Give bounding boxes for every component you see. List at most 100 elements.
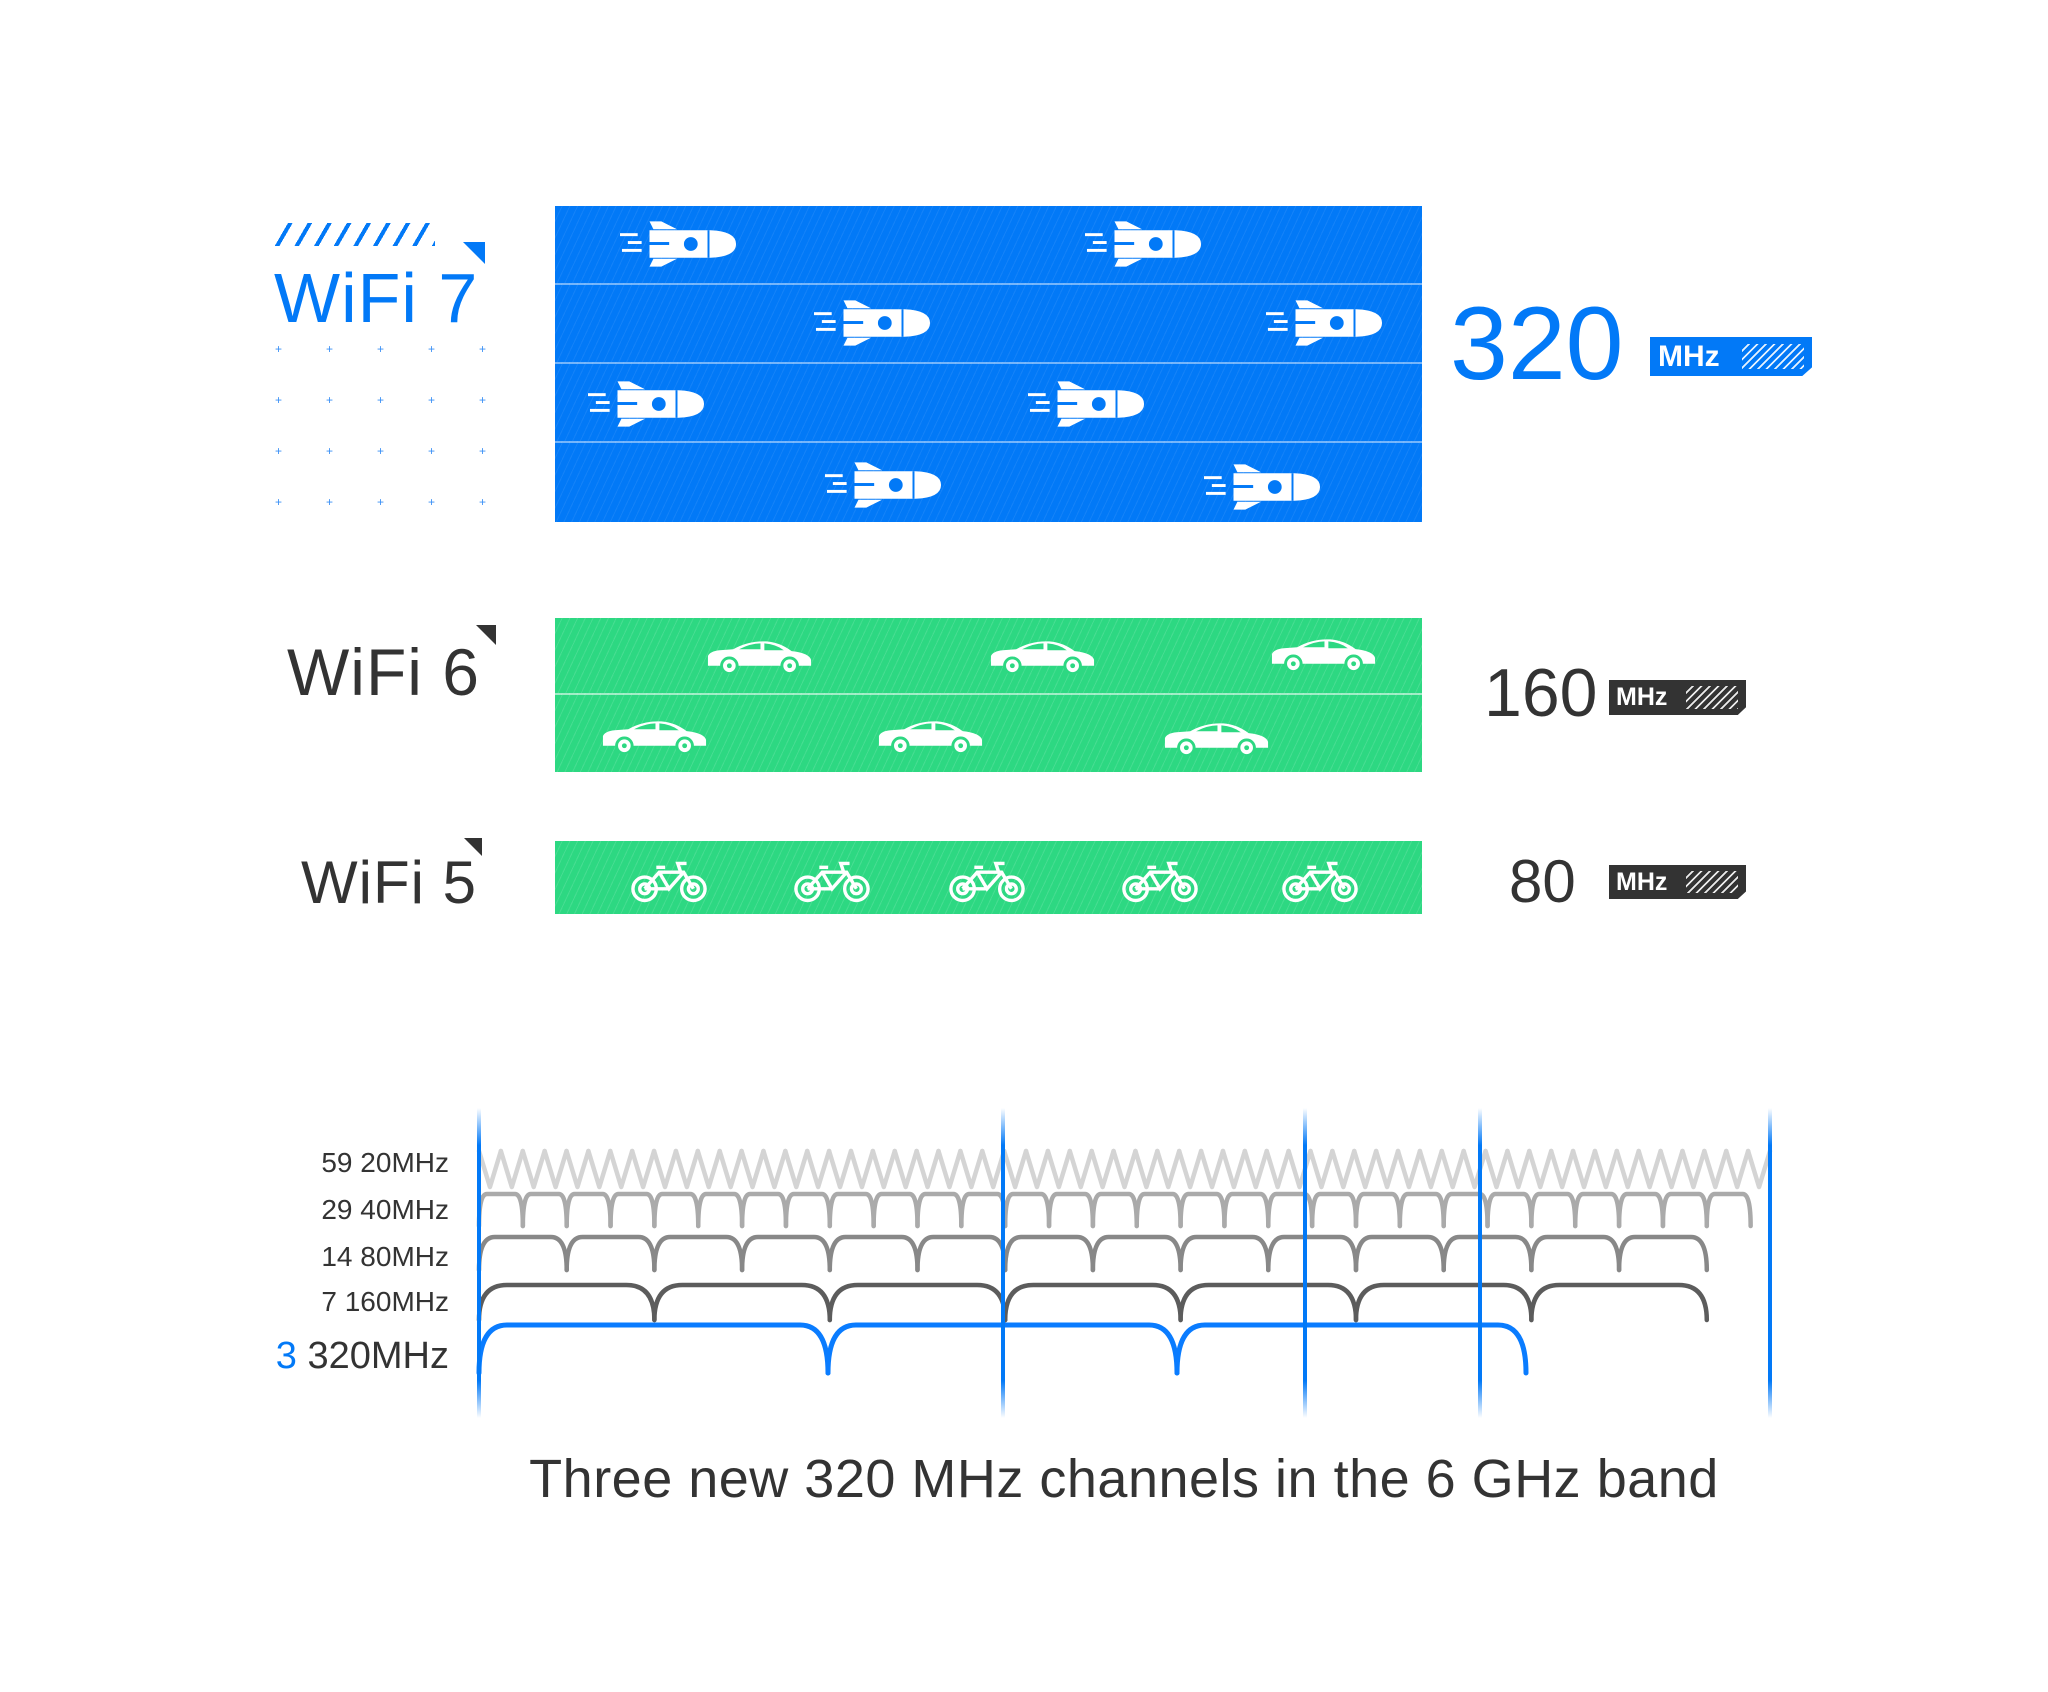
channel-20MHz [848,1148,876,1190]
channel-160MHz [1353,1282,1534,1323]
channel-20MHz [1067,1148,1094,1190]
unit-label: MHz [1616,683,1668,711]
channel-160MHz [476,1282,657,1323]
channel-80MHz [1441,1234,1534,1273]
channel-20MHz [1330,1148,1357,1190]
grid-dot: + [275,495,283,509]
channel-20MHz [1155,1148,1182,1190]
channel-20MHz [1461,1148,1488,1190]
channel-40MHz [783,1191,833,1229]
channel-20MHz [914,1148,941,1190]
channel-40MHz [1485,1191,1534,1229]
channel-40MHz [1309,1191,1359,1229]
channel-40MHz [1002,1191,1052,1229]
channel-320MHz [476,1322,831,1376]
corner-mark-icon [463,242,485,264]
grid-dot: + [479,393,487,407]
grid-dot: + [326,393,334,407]
channel-80MHz [1002,1234,1096,1273]
channel-40MHz [1572,1191,1622,1229]
band-boundary-line [1478,1108,1482,1418]
channel-20MHz [498,1148,526,1190]
channel-20MHz [651,1148,679,1190]
spectrum-label-80mhz: 14 80MHz [321,1241,449,1273]
channel-20MHz [980,1148,1007,1190]
channel-20MHz [1242,1148,1269,1190]
channel-count: 29 [321,1194,353,1225]
spectrum-label-20mhz: 59 20MHz [321,1147,449,1179]
wifi5-width-value: 80 [1509,848,1576,915]
channel-40MHz [959,1191,1008,1229]
grid-dot: + [275,342,283,356]
channel-20MHz [936,1148,963,1190]
channel-20MHz [804,1148,832,1190]
lane [555,285,1422,364]
grid-dot: + [479,495,487,509]
hatch-decoration [1686,686,1738,709]
channel-20MHz [1395,1148,1423,1190]
channel-20MHz [761,1148,788,1190]
channel-20MHz [564,1148,591,1190]
channel-80MHz [1529,1234,1622,1273]
channel-20MHz [958,1148,985,1190]
channel-20MHz [1023,1148,1051,1190]
channel-40MHz [652,1191,701,1229]
channel-20MHz [1505,1148,1532,1190]
channel-40MHz [1353,1191,1403,1229]
channel-width: 20MHz [360,1147,449,1178]
channel-20MHz [1417,1148,1445,1190]
wifi5-unit-badge: MHz [1609,865,1746,899]
channel-20MHz [1570,1148,1598,1190]
channel-40MHz [695,1191,745,1229]
grid-dot: + [428,444,436,458]
channel-20MHz [542,1148,569,1190]
channel-20MHz [1483,1148,1510,1190]
channel-20MHz [629,1148,657,1190]
channel-count: 3 [275,1335,297,1377]
channel-20MHz [717,1148,744,1190]
channel-20MHz [586,1148,613,1190]
channel-20MHz [1308,1148,1335,1190]
grid-dot: + [428,495,436,509]
channel-20MHz [1636,1148,1663,1190]
channel-40MHz [608,1191,657,1229]
channel-40MHz [1222,1191,1271,1229]
channel-80MHz [1266,1234,1359,1273]
channel-80MHz [476,1234,569,1273]
grid-dot: + [326,342,334,356]
channel-40MHz [1090,1191,1139,1229]
channel-40MHz [827,1191,876,1229]
channel-20MHz [1548,1148,1576,1190]
channel-20MHz [739,1148,766,1190]
channel-20MHz [1614,1148,1641,1190]
spectrum-label-160mhz: 7 160MHz [321,1286,449,1318]
channel-80MHz [564,1234,657,1273]
channel-20MHz [1745,1148,1773,1190]
channel-20MHz [1220,1148,1248,1190]
channel-20MHz [1286,1148,1313,1190]
hatch-decoration [273,223,435,246]
channel-80MHz [652,1234,745,1273]
hatch-decoration [1686,871,1738,893]
hatch-decoration [1742,344,1804,369]
lane [555,695,1422,772]
unit-label: MHz [1658,339,1720,373]
channel-80MHz [915,1234,1008,1273]
channel-20MHz [1680,1148,1707,1190]
wifi6-unit-badge: MHz [1609,680,1746,715]
grid-dot: + [428,342,436,356]
band-boundary-line [1768,1108,1772,1418]
channel-20MHz [476,1148,504,1190]
channel-20MHz [1133,1148,1160,1190]
channel-20MHz [673,1148,701,1190]
band-boundary-line [477,1108,481,1418]
grid-dot: + [377,393,385,407]
channel-40MHz [1529,1191,1578,1229]
channel-20MHz [1439,1148,1466,1190]
channel-20MHz [1176,1148,1204,1190]
band-boundary-line [1303,1108,1307,1418]
channel-20MHz [520,1148,547,1190]
grid-dot: + [275,444,283,458]
grid-dot: + [428,393,436,407]
corner-mark-icon [476,625,496,645]
